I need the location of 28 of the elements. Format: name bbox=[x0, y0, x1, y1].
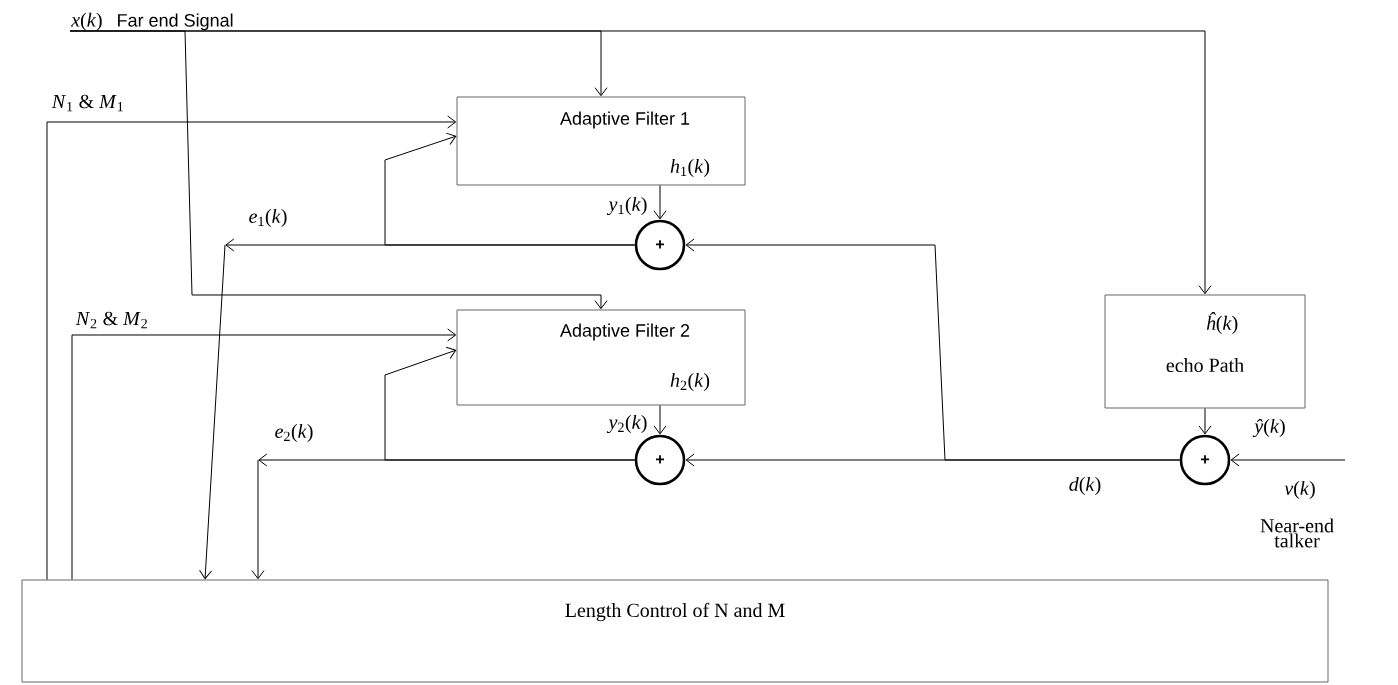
edge-label: v(k) bbox=[1283, 479, 1317, 501]
arrow bbox=[1230, 453, 1346, 467]
edge-label: N$_{2}$ & M$_{2}$ bbox=[74, 310, 150, 330]
edge-label: N$_{1}$ & M$_{1}$ bbox=[50, 93, 126, 113]
edge-label: y$_{1}$(k) bbox=[606, 195, 649, 217]
arrow bbox=[384, 132, 636, 246]
filter-box: Adaptive Filter 1 h$_{1}$(k) bbox=[456, 96, 746, 186]
summing-junction: + bbox=[1179, 434, 1231, 486]
filter-box: Adaptive Filter 2 h$_{2}$(k) bbox=[456, 309, 746, 406]
control-box: Length Control of N and M bbox=[21, 579, 1329, 683]
summing-junction: + bbox=[634, 219, 686, 271]
signal-label: x(k) Far end Signal bbox=[70, 12, 233, 31]
arrow bbox=[653, 405, 667, 435]
talker-label: Near-end talker bbox=[1260, 518, 1334, 548]
edge-label: ŷ(k) bbox=[1252, 417, 1287, 439]
arrow bbox=[653, 185, 667, 220]
arrow bbox=[384, 346, 636, 461]
echo-path-box: ĥ(k) echo Path bbox=[1104, 294, 1306, 409]
edge-label: d(k) bbox=[1067, 475, 1103, 497]
arrow bbox=[46, 115, 457, 580]
edge-label: e$_{2}$(k) bbox=[273, 422, 315, 444]
summing-junction: + bbox=[634, 434, 686, 486]
arrow bbox=[1198, 408, 1212, 435]
edge-label: y$_{2}$(k) bbox=[606, 413, 649, 435]
arrow bbox=[685, 238, 1181, 461]
arrow bbox=[71, 328, 457, 580]
edge-label: e$_{1}$(k) bbox=[247, 207, 289, 229]
arrow bbox=[69, 30, 1212, 295]
